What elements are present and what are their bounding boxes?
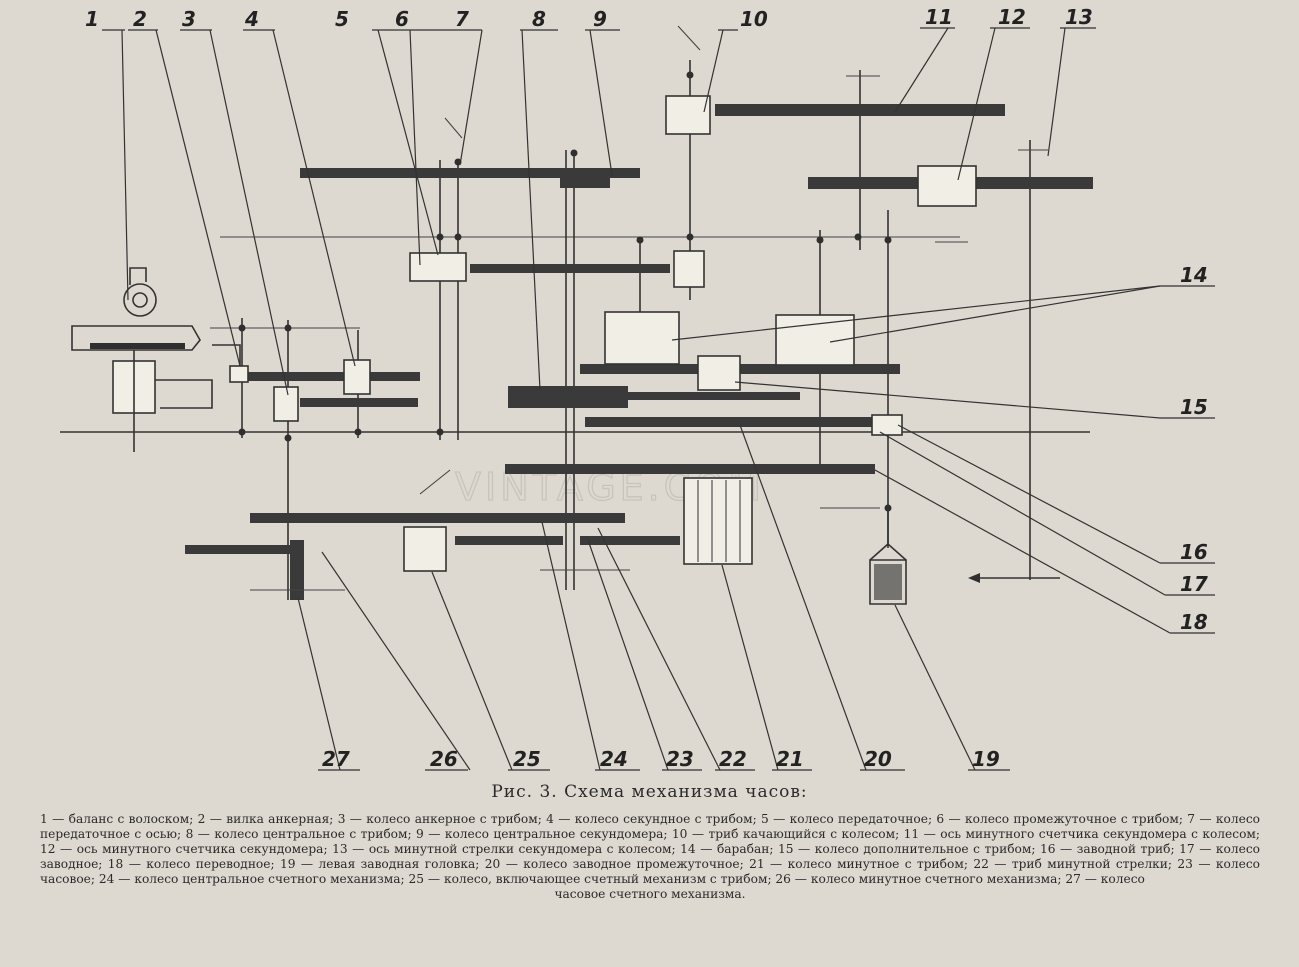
label-17: 17 (1180, 572, 1208, 596)
label-2: 2 (133, 7, 147, 31)
label-25: 25 (513, 747, 541, 771)
label-15: 15 (1180, 395, 1208, 419)
label-13: 13 (1065, 5, 1093, 29)
label-12: 12 (998, 5, 1026, 29)
label-24: 24 (600, 747, 628, 771)
label-27: 27 (322, 747, 350, 771)
label-16: 16 (1180, 540, 1208, 564)
label-26: 26 (430, 747, 458, 771)
label-14: 14 (1180, 263, 1208, 287)
label-6: 6 (395, 7, 409, 31)
label-21: 21 (776, 747, 804, 771)
label-4: 4 (244, 7, 259, 31)
label-18: 18 (1180, 610, 1208, 634)
legend-text: 1 — баланс с волоском; 2 — вилка анкерна… (40, 812, 1260, 886)
label-23: 23 (666, 747, 694, 771)
label-3: 3 (182, 7, 196, 31)
label-9: 9 (593, 7, 607, 31)
label-11: 11 (925, 5, 953, 29)
figure-caption-title: Рис. 3. Схема механизма часов: (491, 782, 808, 802)
label-7: 7 (455, 7, 469, 31)
legend-last-line: часовое счетного механизма. (554, 887, 746, 901)
label-8: 8 (532, 7, 546, 31)
clock-mechanism-diagram: VINTAGE.COM (60, 5, 1215, 771)
label-10: 10 (740, 7, 768, 31)
label-20: 20 (864, 747, 892, 771)
label-5: 5 (335, 7, 349, 31)
figure-caption-legend: 1 — баланс с волоском; 2 — вилка анкерна… (40, 812, 1260, 902)
label-1: 1 (85, 7, 99, 31)
label-22: 22 (719, 747, 747, 771)
label-19: 19 (972, 747, 1000, 771)
